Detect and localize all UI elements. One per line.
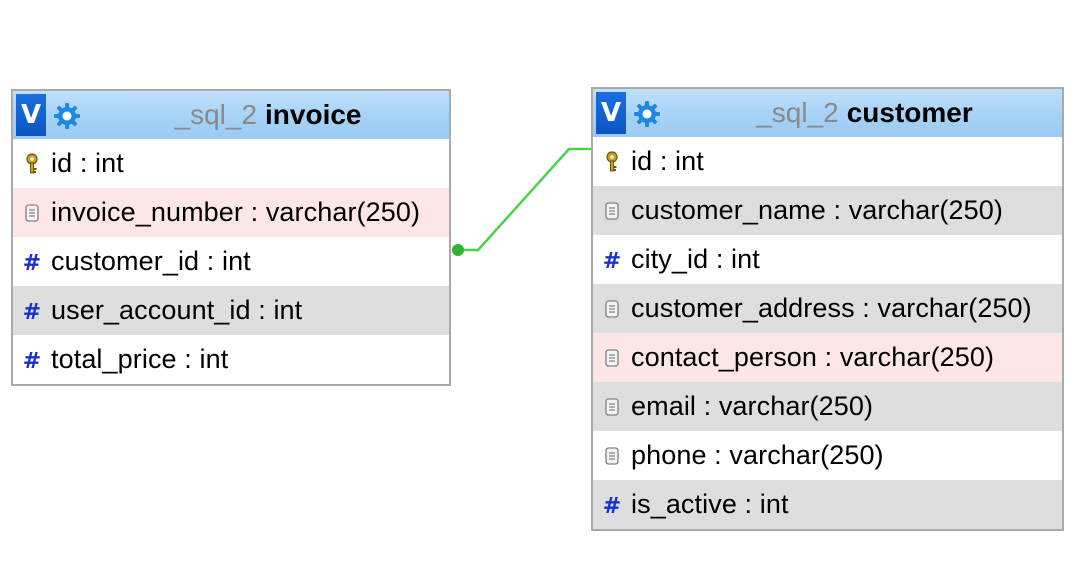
column-row[interactable]: contact_person : varchar(250) <box>593 333 1062 382</box>
gear-icon[interactable] <box>633 100 661 128</box>
relation-connector[interactable] <box>459 147 591 252</box>
invoice-table[interactable]: V _sql_2 invoice id : int invoice_number … <box>11 89 451 386</box>
column-row[interactable]: id : int <box>593 137 1062 186</box>
column-row[interactable]: id : int <box>13 139 449 188</box>
column-label: total_price : int <box>51 344 229 374</box>
column-row[interactable]: # customer_id : int <box>13 237 449 286</box>
column-label: id : int <box>51 148 124 178</box>
text-field-icon <box>13 203 51 223</box>
gear-icon[interactable] <box>53 102 81 130</box>
invoice-columns: id : int invoice_number : varchar(250) # cu… <box>13 139 449 384</box>
text-field-icon <box>593 397 631 417</box>
invoice-table-header[interactable]: V _sql_2 invoice <box>13 91 449 139</box>
customer-table-title: _sql_2 customer <box>671 89 1058 137</box>
customer-table[interactable]: V _sql_2 customer id : int customer_name … <box>591 87 1064 531</box>
column-label: customer_address : varchar(250) <box>631 293 1032 323</box>
hash-icon: # <box>22 299 42 325</box>
hash-icon: # <box>22 250 42 276</box>
relation-endpoint-icon <box>452 244 464 256</box>
column-row[interactable]: # user_account_id : int <box>13 286 449 335</box>
column-row[interactable]: invoice_number : varchar(250) <box>13 188 449 237</box>
column-row[interactable]: # city_id : int <box>593 235 1062 284</box>
column-label: customer_name : varchar(250) <box>631 195 1003 225</box>
hash-icon: # <box>22 348 42 374</box>
column-label: phone : varchar(250) <box>631 440 884 470</box>
column-label: is_active : int <box>631 489 789 519</box>
database-name: _sql_2 <box>756 97 839 128</box>
text-field-icon <box>593 446 631 466</box>
column-label: invoice_number : varchar(250) <box>51 197 421 227</box>
column-row[interactable]: customer_name : varchar(250) <box>593 186 1062 235</box>
table-name: invoice <box>265 99 362 130</box>
text-field-icon <box>593 348 631 368</box>
column-label: customer_id : int <box>51 246 251 276</box>
hash-icon: # <box>602 493 622 519</box>
column-row[interactable]: email : varchar(250) <box>593 382 1062 431</box>
database-name: _sql_2 <box>174 99 258 130</box>
hash-icon: # <box>602 248 622 274</box>
table-name: customer <box>846 97 973 128</box>
text-field-icon <box>593 299 631 319</box>
customer-columns: id : int customer_name : varchar(250) # cit… <box>593 137 1062 529</box>
column-label: user_account_id : int <box>51 295 303 325</box>
column-row[interactable]: # total_price : int <box>13 335 449 384</box>
column-label: contact_person : varchar(250) <box>631 342 995 372</box>
customer-toggle-button[interactable]: V <box>596 92 626 134</box>
column-label: id : int <box>631 146 704 176</box>
column-label: email : varchar(250) <box>631 391 874 421</box>
key-icon <box>13 152 51 175</box>
key-icon <box>593 150 631 173</box>
column-row[interactable]: # is_active : int <box>593 480 1062 529</box>
column-label: city_id : int <box>631 244 760 274</box>
text-field-icon <box>593 201 631 221</box>
column-row[interactable]: phone : varchar(250) <box>593 431 1062 480</box>
column-row[interactable]: customer_address : varchar(250) <box>593 284 1062 333</box>
invoice-table-title: _sql_2 invoice <box>91 91 445 139</box>
customer-table-header[interactable]: V _sql_2 customer <box>593 89 1062 137</box>
invoice-toggle-button[interactable]: V <box>16 94 46 136</box>
